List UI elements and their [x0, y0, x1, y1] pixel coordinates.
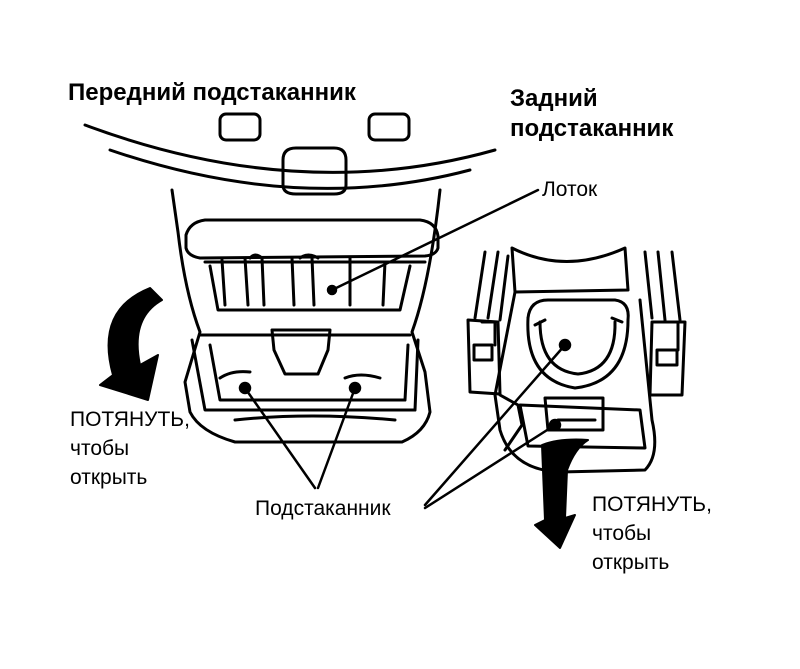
front-cupholder-title: Передний подстаканник	[68, 79, 356, 106]
rear-pull-instruction-line3: открыть	[592, 551, 670, 574]
rear-cup-leader-upper	[423, 343, 567, 507]
rear-cupholder-title-line2: подстаканник	[510, 115, 674, 142]
rear-pull-arrow	[534, 438, 589, 549]
front-cup-leader-left	[243, 386, 317, 490]
front-console-drawing	[83, 112, 497, 444]
front-pull-instruction-line3: открыть	[70, 466, 148, 489]
rear-pull-instruction-line2: чтобы	[592, 522, 652, 545]
tray-leader-line	[330, 188, 540, 292]
front-pull-instruction: ПОТЯНУТЬ, чтобы открыть	[70, 405, 190, 492]
front-pull-arrow	[99, 287, 163, 401]
front-pull-instruction-line1: ПОТЯНУТЬ,	[70, 408, 190, 431]
tray-label: Лоток	[542, 178, 598, 201]
rear-cup-leader-lower	[423, 423, 557, 510]
rear-pull-instruction: ПОТЯНУТЬ, чтобы открыть	[592, 490, 712, 577]
front-pull-instruction-line2: чтобы	[70, 437, 130, 460]
rear-pull-instruction-line1: ПОТЯНУТЬ,	[592, 493, 712, 516]
cupholder-label: Подстаканник	[255, 497, 391, 520]
rear-cupholder-title-line1: Задний	[510, 85, 598, 112]
rear-console-drawing	[466, 246, 687, 474]
front-cup-leader-right	[316, 386, 357, 490]
